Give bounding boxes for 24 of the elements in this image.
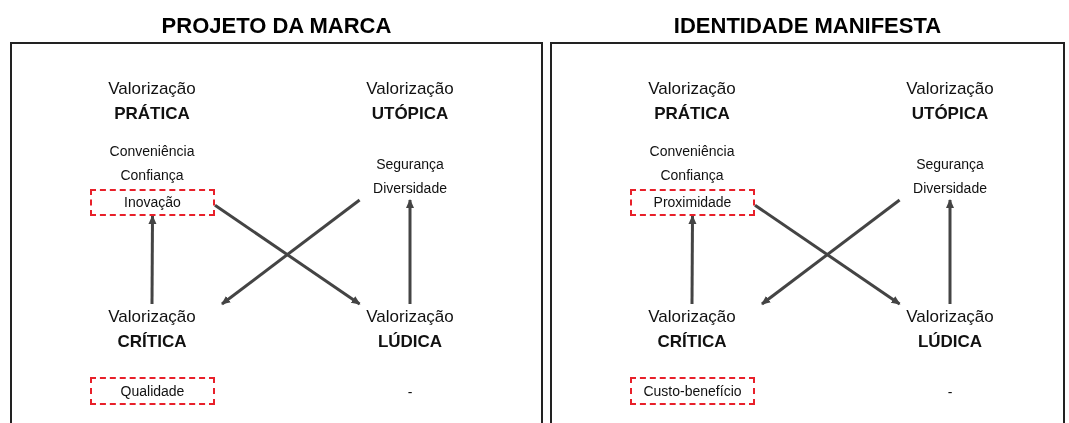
highlight-box: Qualidade — [90, 377, 215, 405]
arrow — [406, 199, 414, 304]
value-heading: Valorização PRÁTICA — [648, 78, 736, 125]
value-list: - — [355, 380, 465, 404]
highlight-box: Custo-benefício — [630, 377, 755, 405]
arrow — [148, 215, 157, 304]
value-list: Conveniência Confiança — [97, 139, 207, 187]
value-heading: Valorização LÚDICA — [366, 306, 454, 353]
value-heading: Valorização UTÓPICA — [906, 78, 994, 125]
highlight-box: Inovação — [90, 189, 215, 216]
panel-title: IDENTIDADE MANIFESTA — [672, 12, 943, 40]
value-heading: Valorização UTÓPICA — [366, 78, 454, 125]
value-list: Conveniência Confiança — [637, 139, 747, 187]
arrow — [688, 215, 697, 304]
value-heading: Valorização CRÍTICA — [648, 306, 736, 353]
value-list: Segurança Diversidade — [355, 152, 465, 200]
highlight-box: Proximidade — [630, 189, 755, 216]
value-heading: Valorização PRÁTICA — [108, 78, 196, 125]
arrow — [946, 199, 954, 304]
panel-title: PROJETO DA MARCA — [160, 12, 393, 40]
value-heading: Valorização CRÍTICA — [108, 306, 196, 353]
value-list: Segurança Diversidade — [895, 152, 1005, 200]
value-list: - — [895, 380, 1005, 404]
value-heading: Valorização LÚDICA — [906, 306, 994, 353]
